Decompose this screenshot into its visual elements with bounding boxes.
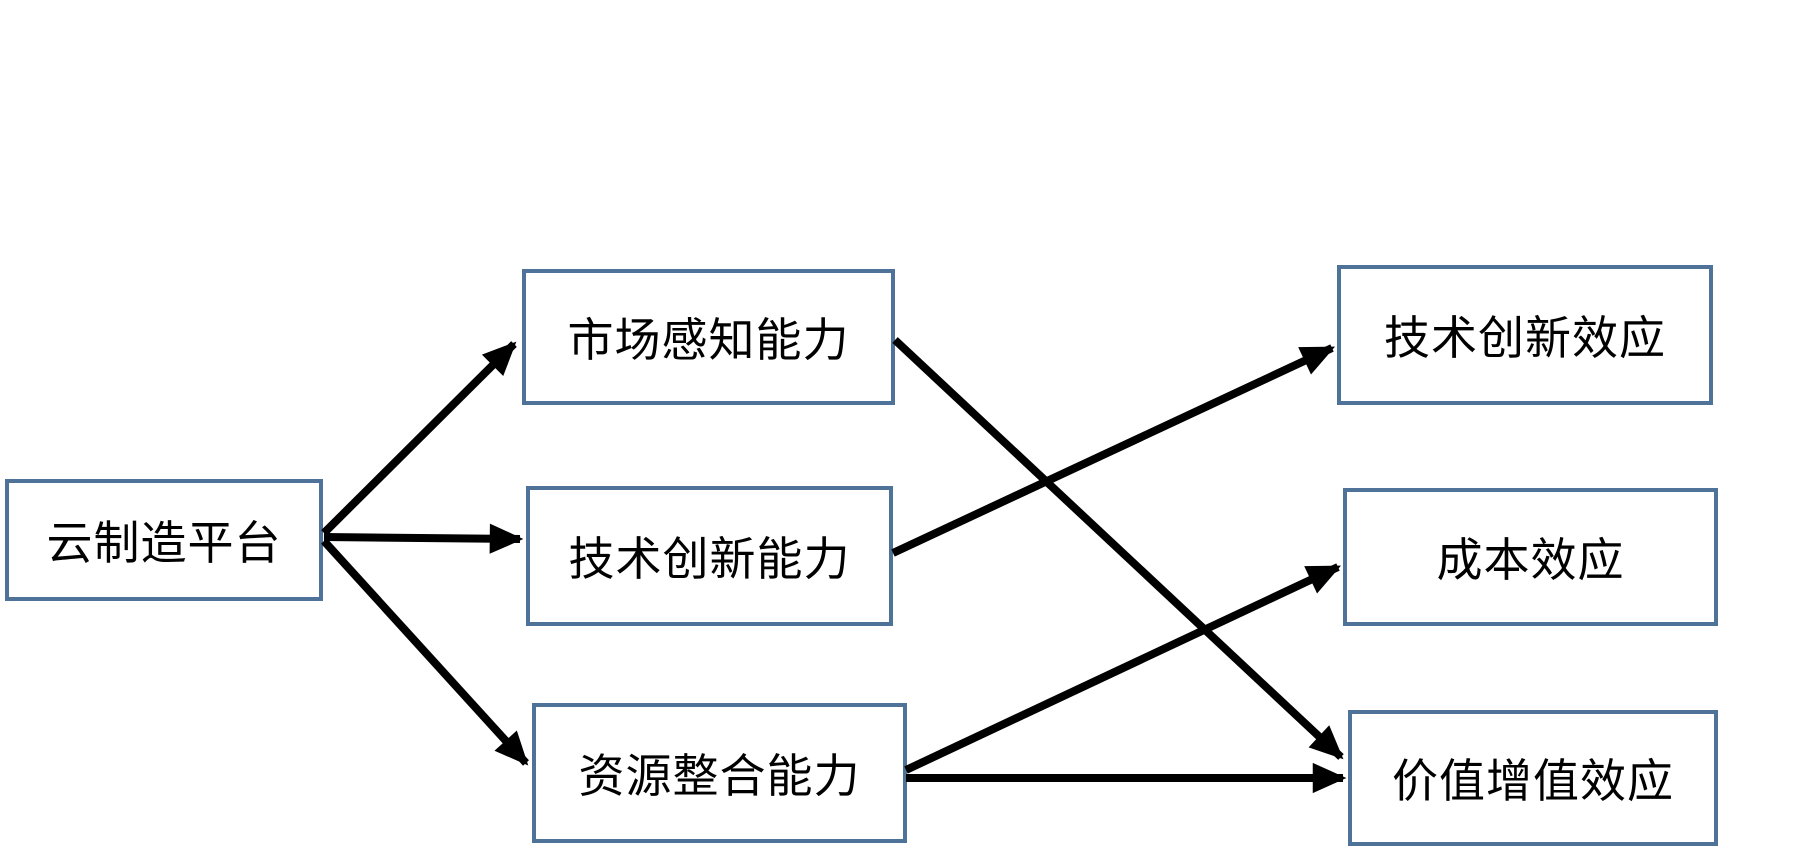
node-resource-integration-capability: 资源整合能力 [532,703,907,843]
arrow-platform-to-resource-integration [321,538,529,766]
node-label: 市场感知能力 [567,313,850,367]
node-label: 价值增值效应 [1392,754,1674,808]
node-value-added-effect: 价值增值效应 [1348,710,1718,846]
node-tech-innovation-effect: 技术创新效应 [1337,265,1713,405]
arrow-tech-innovation-to-tech-effect [891,344,1336,557]
node-label: 技术创新效应 [1384,311,1666,365]
node-cloud-manufacturing-platform: 云制造平台 [5,479,323,601]
arrow-market-sensing-to-value-effect [892,337,1344,760]
node-label: 技术创新能力 [568,532,851,586]
node-market-sensing-capability: 市场感知能力 [522,269,895,405]
node-label: 云制造平台 [46,516,282,570]
node-cost-effect: 成本效应 [1343,488,1718,626]
arrow-platform-to-tech-innovation [323,523,524,554]
node-label: 成本效应 [1436,533,1625,587]
arrow-platform-to-market-sensing [321,341,517,536]
node-tech-innovation-capability: 技术创新能力 [526,486,893,626]
arrow-resource-integration-to-cost-effect [904,563,1342,774]
node-label: 资源整合能力 [578,749,861,803]
